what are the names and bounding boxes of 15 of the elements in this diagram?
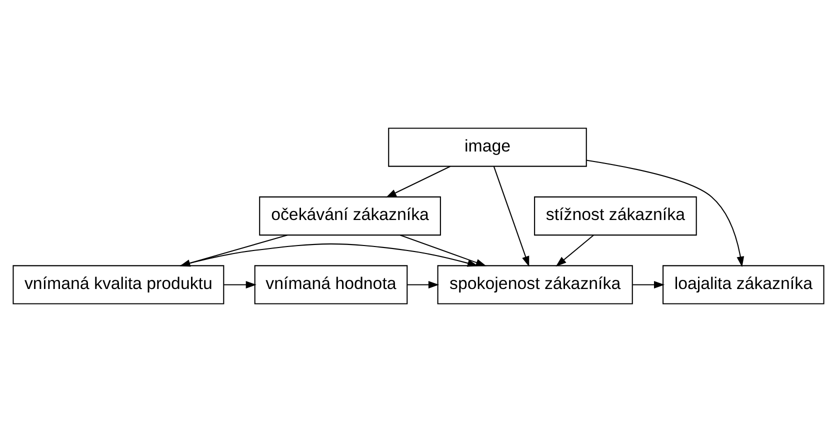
- arrow: [224, 281, 256, 288]
- node-box: očekávání zákazníka: [259, 196, 441, 236]
- node-box: vnímaná kvalita produktu: [12, 265, 224, 304]
- node-box: stížnost zákazníka: [534, 196, 697, 236]
- arrow: [386, 166, 451, 198]
- arrow: [632, 281, 665, 288]
- arrow: [493, 166, 530, 267]
- arrow: [556, 234, 594, 267]
- node-box: spokojenost zákazníka: [437, 265, 633, 304]
- arrow: [400, 234, 486, 266]
- arrow: [408, 281, 440, 288]
- node-box: vnímaná hodnota: [254, 265, 408, 304]
- node-box: loajalita zákazníka: [662, 265, 824, 304]
- arrow: [586, 160, 744, 268]
- node-box: image: [388, 128, 587, 167]
